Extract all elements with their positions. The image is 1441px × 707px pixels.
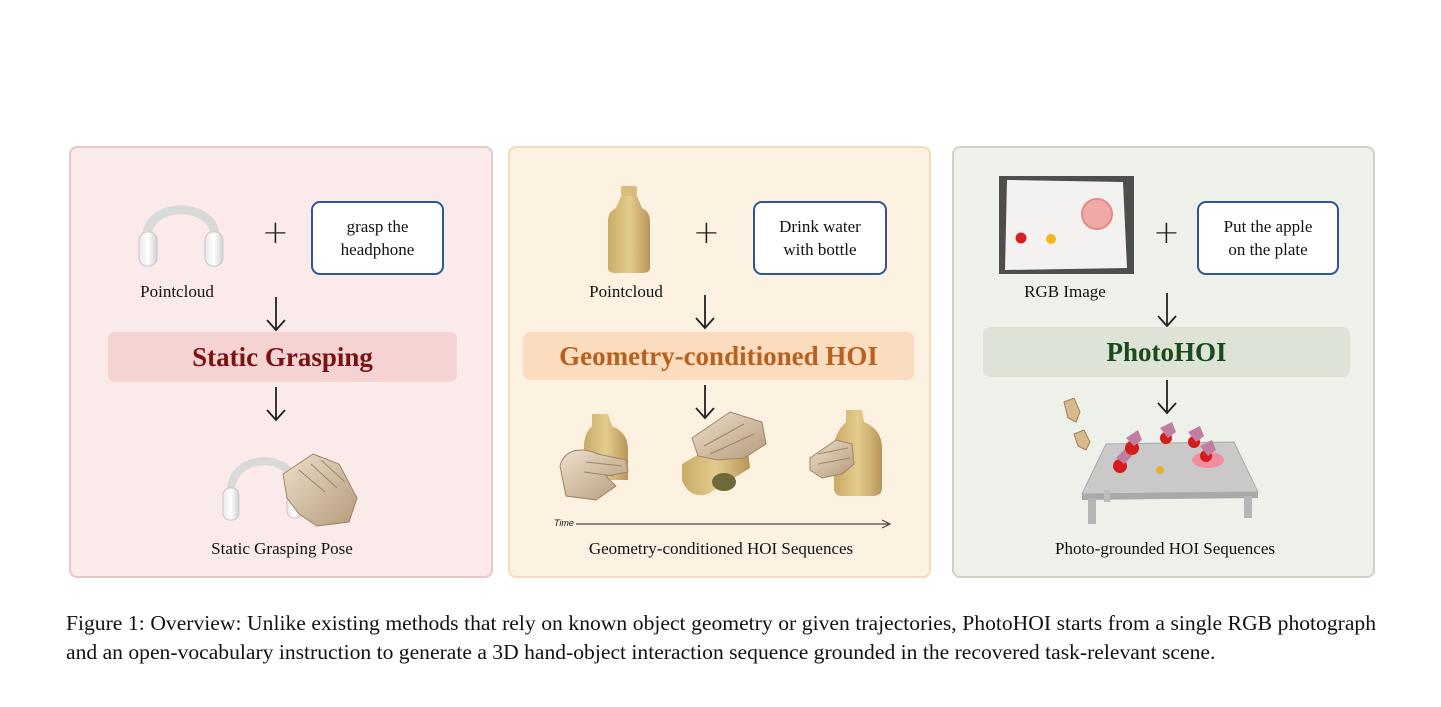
method-banner: Geometry-conditioned HOI <box>523 332 914 380</box>
hoi-frame-icon <box>682 411 767 496</box>
plus-sign: + <box>693 213 720 251</box>
instruction-line: headphone <box>340 240 415 259</box>
instruction-box: grasp the headphone <box>311 201 444 275</box>
down-arrow-icon <box>1155 292 1179 328</box>
hoi-frame-icon <box>809 410 882 496</box>
output-label: Geometry-conditioned HOI Sequences <box>588 539 854 558</box>
output-label: Static Grasping Pose <box>211 539 353 558</box>
instruction-line: on the plate <box>1228 240 1308 259</box>
instruction-box: Drink water with bottle <box>753 201 887 275</box>
down-arrow-icon <box>264 386 288 422</box>
input-label: Pointcloud <box>140 282 214 301</box>
hoi-frame-icon <box>559 414 629 501</box>
down-arrow-icon <box>264 296 288 332</box>
down-arrow-icon <box>693 294 717 330</box>
time-label: Time <box>554 518 574 528</box>
instruction-line: Drink water <box>779 217 861 236</box>
bottle-icon <box>608 186 650 273</box>
plus-sign: + <box>262 213 289 251</box>
grasp-pose-icon <box>222 453 358 527</box>
plus-sign: + <box>1153 213 1180 251</box>
rgb-photo-icon <box>999 176 1134 274</box>
output-label: Photo-grounded HOI Sequences <box>1054 539 1275 558</box>
geometry-hoi-panel: Pointcloud + Drink water with bottle Geom… <box>508 146 931 578</box>
time-axis-arrow-icon <box>576 519 892 529</box>
input-label: RGB Image <box>1024 282 1106 301</box>
instruction-line: Put the apple <box>1223 217 1313 236</box>
static-grasping-panel: Pointcloud + grasp the headphone Static G… <box>69 146 493 578</box>
figure-caption: Figure 1: Overview: Unlike existing meth… <box>66 611 1376 664</box>
method-banner: Static Grasping <box>108 332 457 382</box>
photohoi-panel: RGB Image + Put the apple on the plate Ph… <box>952 146 1375 578</box>
photo-grounded-scene-icon <box>1063 398 1259 524</box>
headphone-icon <box>138 205 224 267</box>
instruction-line: grasp the <box>346 217 409 236</box>
input-label: Pointcloud <box>589 282 663 301</box>
method-banner: PhotoHOI <box>983 327 1350 377</box>
instruction-box: Put the apple on the plate <box>1197 201 1339 275</box>
instruction-line: with bottle <box>783 240 857 259</box>
